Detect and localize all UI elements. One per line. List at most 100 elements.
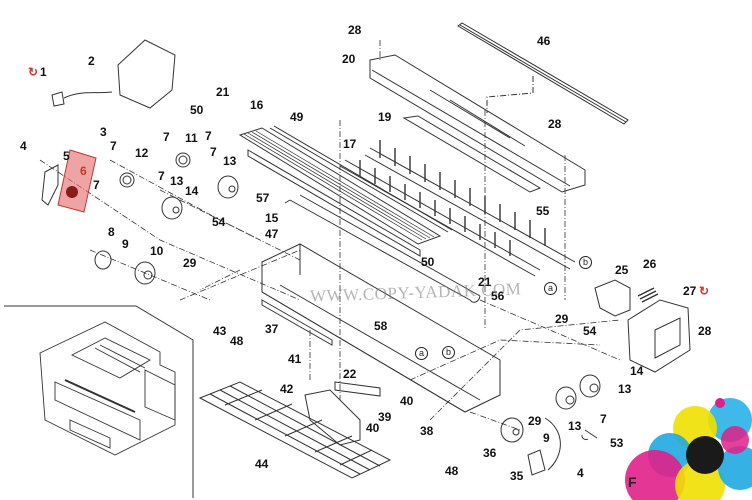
callout-part-9[interactable]: 9 (543, 431, 550, 445)
callout-part-37[interactable]: 37 (265, 322, 279, 336)
part-46-strip (457, 22, 629, 125)
connector-b: b (442, 346, 455, 359)
part-44-filter (198, 381, 392, 479)
replaceable-refresh-icon: ↻ (28, 65, 39, 79)
callout-part-4[interactable]: 4 (20, 139, 27, 153)
part-15-roller (284, 194, 481, 303)
connector-a: a (544, 282, 557, 295)
part-5-lever (41, 164, 59, 206)
callout-part-19[interactable]: 19 (378, 110, 392, 124)
part-35-bracket (527, 449, 546, 476)
callout-part-39[interactable]: 39 (378, 410, 392, 424)
callout-part-53[interactable]: 53 (610, 436, 624, 450)
part-55-cover (369, 54, 586, 193)
callout-part-28[interactable]: 28 (698, 324, 712, 338)
callout-part-36[interactable]: 36 (483, 446, 497, 460)
callout-part-14[interactable]: 14 (185, 184, 199, 198)
callout-part-43[interactable]: 43 (213, 324, 227, 338)
callout-part-9[interactable]: 9 (122, 237, 129, 251)
part-1-harness (51, 91, 113, 107)
callout-part-13[interactable]: 13 (170, 174, 184, 188)
part-37-frame (261, 243, 501, 413)
callout-part-21[interactable]: 21 (478, 275, 492, 289)
callout-part-50[interactable]: 50 (190, 103, 204, 117)
callout-part-48[interactable]: 48 (230, 334, 244, 348)
callout-part-28[interactable]: 28 (348, 23, 362, 37)
callout-part-21[interactable]: 21 (216, 85, 230, 99)
replaceable-refresh-icon: ↻ (699, 284, 710, 298)
callout-part-15[interactable]: 15 (265, 211, 279, 225)
part-6-gear[interactable] (66, 186, 78, 198)
callout-part-1[interactable]: 1 (40, 65, 47, 79)
callout-part-13[interactable]: 13 (223, 154, 237, 168)
callout-part-58[interactable]: 58 (374, 319, 388, 333)
callout-part-55[interactable]: 55 (536, 204, 550, 218)
part-42-bracket (304, 389, 361, 446)
connector-a: a (415, 347, 428, 360)
callout-part-20[interactable]: 20 (342, 52, 356, 66)
part-6-highlight[interactable] (57, 149, 97, 213)
callout-part-16[interactable]: 16 (250, 98, 264, 112)
connector-b: b (579, 256, 592, 269)
callout-part-50[interactable]: 50 (421, 255, 435, 269)
cmyk-logo (625, 398, 752, 500)
callout-part-29[interactable]: 29 (183, 256, 197, 270)
part-3-bracket (117, 39, 176, 109)
callout-part-40[interactable]: 40 (366, 421, 380, 435)
callout-part-38[interactable]: 38 (420, 424, 434, 438)
callout-part-27[interactable]: 27 (683, 284, 697, 298)
leader-46 (486, 76, 534, 113)
printer-overview-illustration (39, 321, 176, 456)
callout-part-4[interactable]: 4 (577, 466, 584, 480)
callout-part-17[interactable]: 17 (343, 137, 357, 151)
part-25-sensor (594, 279, 631, 317)
callout-part-3[interactable]: 3 (100, 125, 107, 139)
callout-part-7[interactable]: 7 (163, 130, 170, 144)
callout-part-7[interactable]: 7 (205, 129, 212, 143)
callout-part-5[interactable]: 5 (63, 149, 70, 163)
callout-part-8[interactable]: 8 (108, 225, 115, 239)
callout-part-25[interactable]: 25 (615, 263, 629, 277)
callout-part-22[interactable]: 22 (343, 367, 357, 381)
part-16-guide (238, 125, 453, 257)
callout-part-2[interactable]: 2 (88, 54, 95, 68)
callout-part-49[interactable]: 49 (290, 110, 304, 124)
callout-part-12[interactable]: 12 (135, 146, 149, 160)
callout-part-29[interactable]: 29 (528, 414, 542, 428)
callout-part-57[interactable]: 57 (256, 191, 270, 205)
part-53-pin (581, 429, 598, 441)
part-wire (544, 417, 561, 471)
callout-part-7[interactable]: 7 (600, 412, 607, 426)
part-26-spring (637, 287, 659, 303)
callout-part-40[interactable]: 40 (400, 394, 414, 408)
callout-part-47[interactable]: 47 (265, 227, 279, 241)
callout-part-6[interactable]: 6 (80, 164, 87, 178)
callout-part-54[interactable]: 54 (583, 324, 597, 338)
callout-part-54[interactable]: 54 (212, 215, 226, 229)
callout-part-10[interactable]: 10 (150, 244, 164, 258)
part-27-cover (627, 299, 691, 373)
callout-part-7[interactable]: 7 (210, 145, 217, 159)
callout-part-48[interactable]: 48 (445, 464, 459, 478)
callout-part-29[interactable]: 29 (555, 312, 569, 326)
logo-letter: F (628, 474, 637, 490)
callout-part-26[interactable]: 26 (643, 257, 657, 271)
callout-part-11[interactable]: 11 (185, 131, 198, 145)
callout-part-7[interactable]: 7 (110, 139, 117, 153)
callout-part-56[interactable]: 56 (491, 289, 505, 303)
callout-part-42[interactable]: 42 (280, 382, 294, 396)
callout-part-13[interactable]: 13 (618, 382, 632, 396)
callout-part-35[interactable]: 35 (510, 469, 524, 483)
callout-part-41[interactable]: 41 (288, 352, 302, 366)
callout-part-46[interactable]: 46 (537, 34, 551, 48)
inset-frame (4, 305, 194, 498)
part-19-plate (402, 115, 542, 193)
callout-part-28[interactable]: 28 (548, 117, 562, 131)
callout-part-7[interactable]: 7 (93, 178, 100, 192)
callout-part-44[interactable]: 44 (255, 457, 269, 471)
callout-part-14[interactable]: 14 (630, 364, 644, 378)
callout-part-7[interactable]: 7 (158, 169, 165, 183)
callout-part-13[interactable]: 13 (568, 419, 582, 433)
